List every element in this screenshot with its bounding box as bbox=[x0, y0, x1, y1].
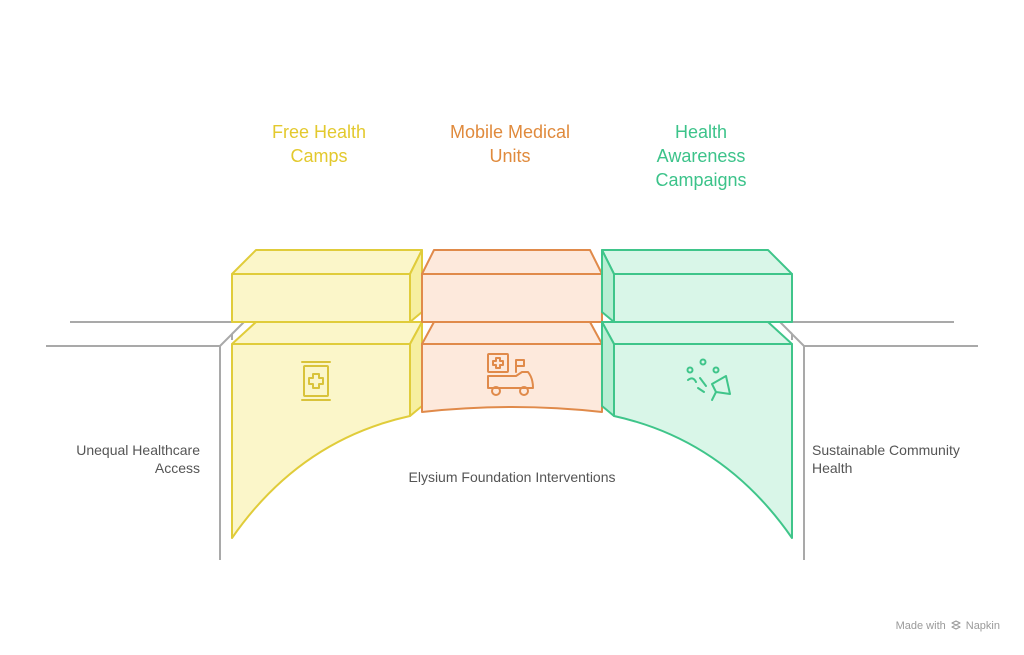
pillar-title-mobile-medical-units: Mobile Medical Units bbox=[422, 120, 598, 168]
left-label: Unequal Healthcare Access bbox=[40, 441, 200, 477]
pillar-title-free-health-camps: Free Health Camps bbox=[232, 120, 406, 168]
right-label-line: Sustainable Community bbox=[812, 442, 960, 458]
pillar-title-health-awareness-campaigns: Health Awareness Campaigns bbox=[614, 120, 788, 192]
pillar-title-line: Mobile Medical bbox=[449, 122, 571, 142]
pillar-title-line: Campaigns bbox=[655, 170, 747, 190]
pillar-title-line: Free Health bbox=[271, 122, 367, 142]
pillar-title-line: Health bbox=[674, 122, 728, 142]
pillar-title-line: Units bbox=[489, 146, 531, 166]
pillar-health-awareness-campaigns bbox=[601, 249, 793, 539]
footer-brand: Napkin bbox=[965, 620, 1000, 632]
right-label-line: Health bbox=[812, 460, 853, 476]
pillar-title-line: Camps bbox=[290, 146, 348, 166]
megaphone-icon bbox=[686, 358, 731, 401]
pillar-title-line: Awareness bbox=[656, 146, 746, 166]
center-label: Elysium Foundation Interventions bbox=[408, 469, 616, 485]
pillar-mobile-medical-units bbox=[421, 249, 603, 413]
footer-prefix: Made with bbox=[895, 620, 946, 632]
left-label-line: Unequal Healthcare bbox=[76, 442, 200, 458]
made-with-napkin: Made with Napkin bbox=[896, 620, 1000, 632]
napkin-logo-icon bbox=[951, 620, 961, 630]
pillar-free-health-camps bbox=[231, 249, 423, 539]
left-label-line: Access bbox=[154, 460, 200, 476]
medical-banner-icon bbox=[301, 361, 331, 401]
right-label: Sustainable Community Health bbox=[812, 441, 1002, 477]
ambulance-icon bbox=[487, 353, 534, 396]
